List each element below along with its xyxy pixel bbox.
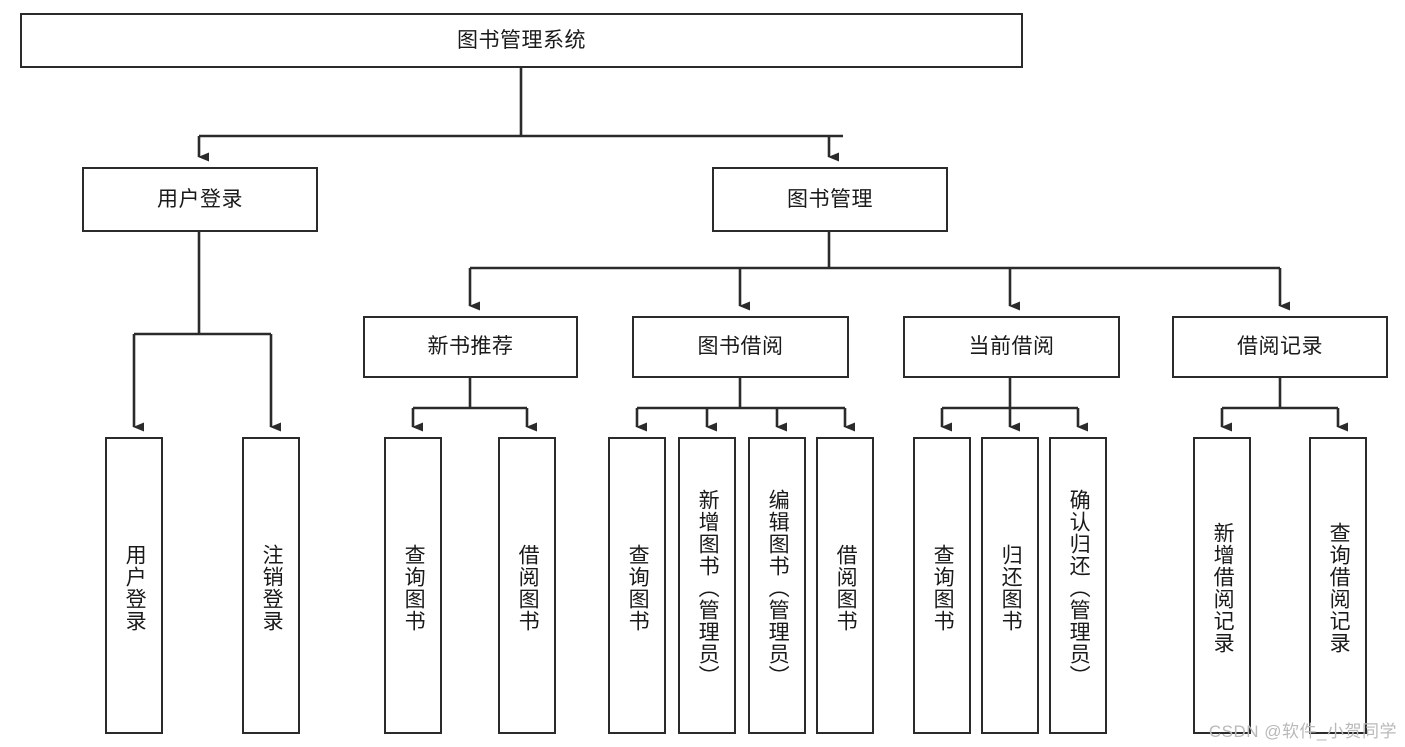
node-leaf-user-logout[interactable]: 注销登录 xyxy=(242,437,300,734)
node-user-login[interactable]: 用户登录 xyxy=(82,167,318,232)
node-leaf-query-book-3[interactable]: 查询图书 xyxy=(913,437,971,734)
node-borrow-record-label: 借阅记录 xyxy=(1237,335,1323,359)
node-user-login-label: 用户登录 xyxy=(157,187,243,211)
node-book-manage-label: 图书管理 xyxy=(787,187,873,211)
node-current-borrow[interactable]: 当前借阅 xyxy=(903,316,1120,378)
node-leaf-edit-book-label: 编辑图书（管理员） xyxy=(766,488,790,687)
node-leaf-query-book-2-label: 查询图书 xyxy=(626,543,650,632)
node-book-borrow-label: 图书借阅 xyxy=(697,335,784,359)
node-leaf-edit-book[interactable]: 编辑图书（管理员） xyxy=(748,437,806,734)
node-leaf-borrow-book-2[interactable]: 借阅图书 xyxy=(816,437,874,734)
node-leaf-borrow-book-1-label: 借阅图书 xyxy=(516,543,540,632)
node-leaf-user-logout-label: 注销登录 xyxy=(260,543,284,632)
node-leaf-add-record-label: 新增借阅记录 xyxy=(1211,521,1235,654)
node-new-book-recommend[interactable]: 新书推荐 xyxy=(363,316,578,378)
node-root-label: 图书管理系统 xyxy=(457,28,586,52)
node-leaf-confirm-return[interactable]: 确认归还（管理员） xyxy=(1049,437,1107,734)
node-leaf-borrow-book-1[interactable]: 借阅图书 xyxy=(498,437,556,734)
node-leaf-add-record[interactable]: 新增借阅记录 xyxy=(1193,437,1251,734)
node-book-manage[interactable]: 图书管理 xyxy=(712,167,948,232)
node-leaf-add-book[interactable]: 新增图书（管理员） xyxy=(678,437,736,734)
node-leaf-query-record-label: 查询借阅记录 xyxy=(1327,521,1351,654)
node-book-borrow[interactable]: 图书借阅 xyxy=(632,316,849,378)
node-leaf-user-login-label: 用户登录 xyxy=(123,543,147,632)
node-leaf-query-book-3-label: 查询图书 xyxy=(931,543,955,632)
node-leaf-query-book-1[interactable]: 查询图书 xyxy=(384,437,442,734)
node-leaf-query-book-1-label: 查询图书 xyxy=(402,543,426,632)
node-new-book-recommend-label: 新书推荐 xyxy=(427,335,514,359)
node-leaf-return-book-label: 归还图书 xyxy=(999,543,1023,632)
node-leaf-query-book-2[interactable]: 查询图书 xyxy=(608,437,666,734)
node-current-borrow-label: 当前借阅 xyxy=(968,335,1055,359)
node-root[interactable]: 图书管理系统 xyxy=(20,13,1023,68)
node-leaf-borrow-book-2-label: 借阅图书 xyxy=(834,543,858,632)
node-leaf-user-login[interactable]: 用户登录 xyxy=(105,437,163,734)
node-leaf-confirm-return-label: 确认归还（管理员） xyxy=(1067,488,1091,687)
node-borrow-record[interactable]: 借阅记录 xyxy=(1172,316,1388,378)
node-leaf-return-book[interactable]: 归还图书 xyxy=(981,437,1039,734)
node-leaf-query-record[interactable]: 查询借阅记录 xyxy=(1309,437,1367,734)
node-leaf-add-book-label: 新增图书（管理员） xyxy=(696,488,720,687)
